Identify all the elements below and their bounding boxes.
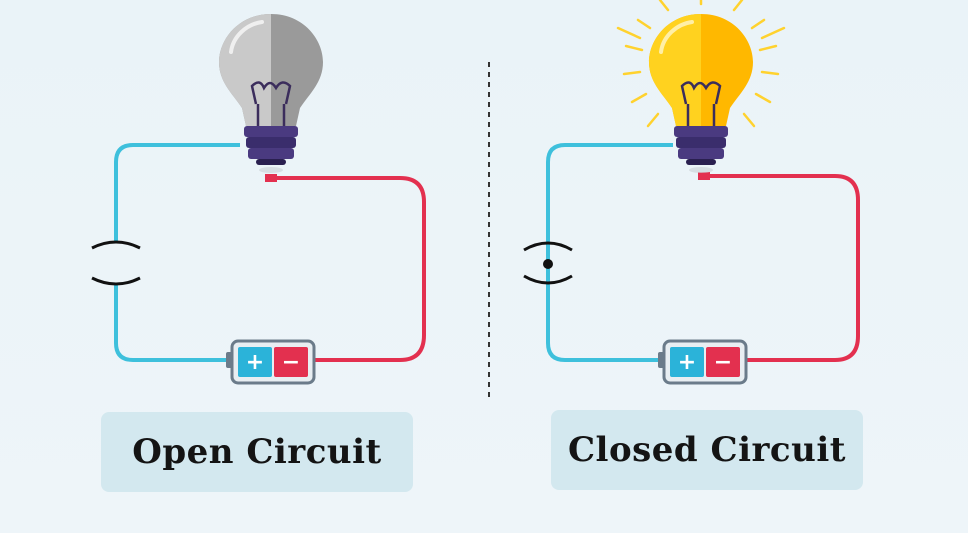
- closed-circuit-panel: + −: [523, 0, 860, 385]
- closed-positive-wire: [546, 143, 673, 362]
- open-circuit-label-box: Open Circuit: [101, 412, 413, 492]
- switch-icon: [523, 241, 573, 285]
- switch-icon: [91, 240, 141, 286]
- battery-icon: + −: [658, 339, 748, 385]
- closed-wire-connector: [698, 172, 710, 180]
- light-bulb-icon: [649, 14, 753, 173]
- open-battery-negative: −: [282, 350, 300, 375]
- open-positive-wire-bottom: [114, 283, 232, 362]
- bulb-glow-rays: [616, 0, 786, 128]
- closed-negative-wire: [703, 174, 860, 362]
- closed-circuit-caption: Closed Circuit: [568, 430, 846, 470]
- closed-circuit-label-box: Closed Circuit: [551, 410, 863, 490]
- closed-battery-positive: +: [678, 350, 696, 375]
- open-wire-connector: [265, 174, 277, 182]
- open-positive-wire-top: [114, 143, 240, 243]
- open-circuit-panel: + −: [91, 14, 426, 385]
- open-battery-positive: +: [246, 350, 264, 375]
- open-negative-wire: [270, 176, 426, 362]
- battery-icon: + −: [226, 339, 316, 385]
- open-circuit-caption: Open Circuit: [132, 432, 382, 472]
- light-bulb-icon: [219, 14, 323, 173]
- closed-battery-negative: −: [714, 350, 732, 375]
